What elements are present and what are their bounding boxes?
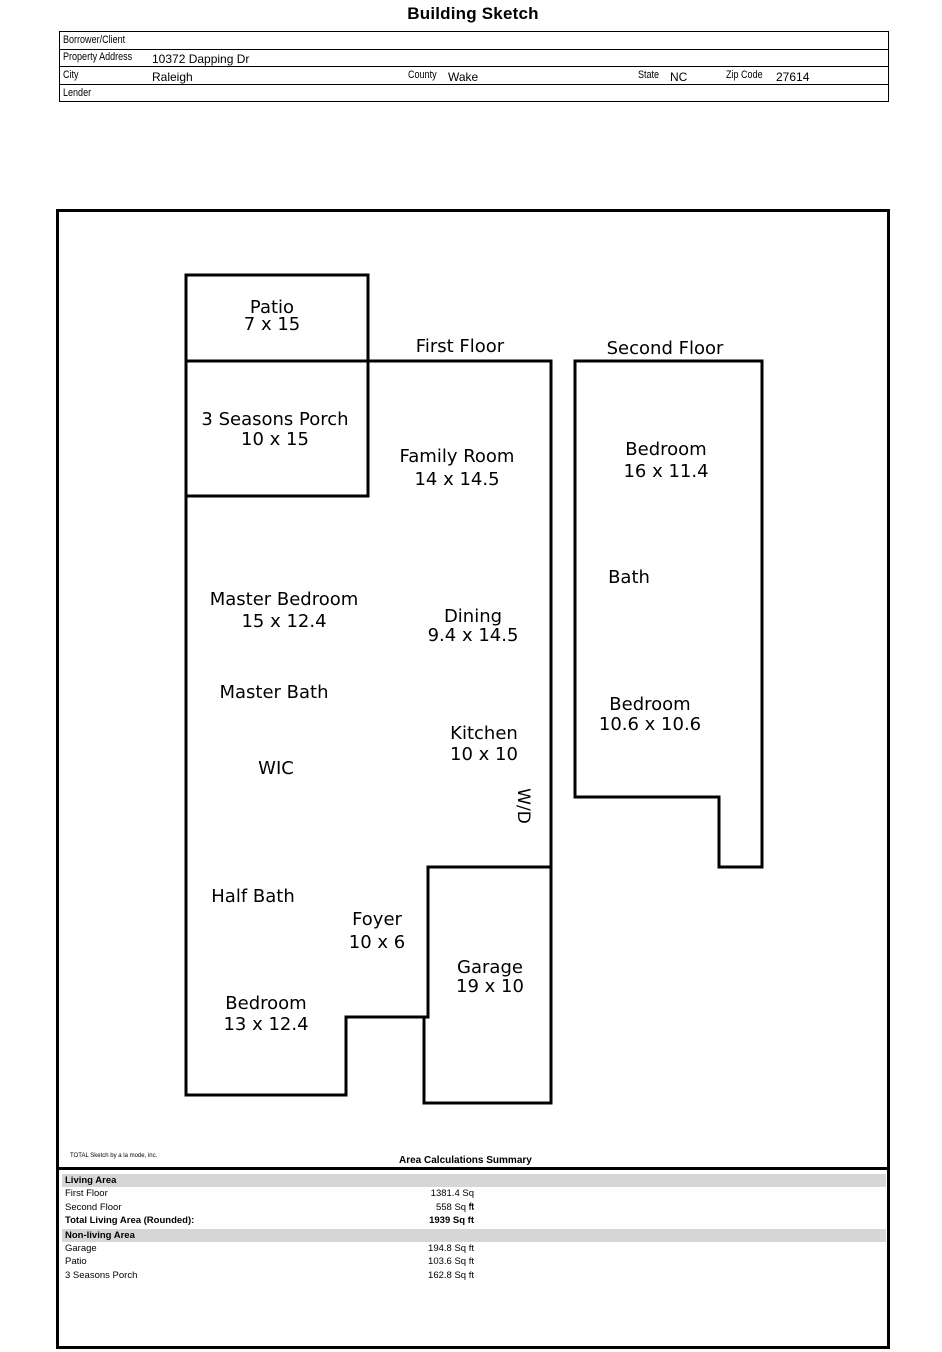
room-kitchen: Kitchen 10 x 10	[450, 723, 518, 765]
room-dims: 10.6 x 10.6	[598, 714, 702, 735]
summary-row-patio: Patio 103.6 Sq ft	[62, 1255, 886, 1268]
page-title: Building Sketch	[407, 4, 539, 23]
room-dims: 7 x 15	[243, 314, 301, 335]
summary-divider	[59, 1167, 888, 1170]
address-value: 10372 Dapping Dr	[152, 52, 250, 66]
city-value: Raleigh	[152, 70, 193, 84]
summary-row-porch: 3 Seasons Porch 162.8 Sq ft	[62, 1269, 886, 1282]
city-row: City Raleigh County Wake State NC Zip Co…	[60, 67, 888, 85]
room-dims: 10 x 10	[450, 744, 518, 765]
row-value: 558 Sq ft	[435, 1202, 474, 1213]
section-label: Living Area	[65, 1175, 117, 1186]
summary-row-garage: Garage 194.8 Sq ft	[62, 1242, 886, 1255]
room-dims: 13 x 12.4	[223, 1014, 309, 1035]
room-wic: WIC	[258, 759, 294, 779]
lender-label: Lender	[63, 87, 92, 99]
room-name: Master Bath	[219, 682, 329, 703]
room-name: Master Bedroom	[209, 589, 359, 610]
room-name: WIC	[258, 758, 294, 779]
room-dims: 15 x 12.4	[241, 611, 327, 632]
room-name: 3 Seasons Porch	[201, 409, 349, 430]
room-dining: Dining 9.4 x 14.5	[428, 607, 519, 645]
room-dims: 10 x 15	[241, 429, 309, 450]
row-label: First Floor	[65, 1188, 108, 1199]
room-patio: Patio 7 x 15	[243, 297, 301, 335]
property-header-form: Borrower/Client Property Address 10372 D…	[59, 31, 889, 102]
room-dims: 19 x 10	[456, 976, 524, 997]
room-name: Bedroom	[225, 993, 307, 1014]
row-label: Second Floor	[65, 1202, 122, 1213]
summary-title: Area Calculations Summary	[399, 1155, 532, 1166]
room-name: Kitchen	[450, 723, 518, 744]
room-half-bath: Half Bath	[211, 887, 294, 907]
county-value: Wake	[448, 70, 479, 84]
row-label: Total Living Area (Rounded):	[65, 1215, 195, 1226]
room-dims: 16 x 11.4	[623, 461, 709, 482]
row-value: 194.8 Sq ft	[428, 1243, 474, 1254]
row-value: 162.8 Sq ft	[428, 1270, 474, 1281]
zip-label: Zip Code	[726, 69, 763, 81]
room-master-bath: Master Bath	[219, 683, 328, 703]
nonliving-area-header: Non-living Area	[62, 1229, 886, 1242]
first-floor-label: First Floor	[415, 336, 505, 357]
room-name: Family Room	[399, 446, 515, 467]
row-label: Garage	[65, 1243, 97, 1254]
lender-row: Lender	[60, 85, 888, 102]
sketch-frame	[56, 209, 890, 1349]
room-name: Patio	[249, 297, 295, 318]
room-bath-upper: Bath	[608, 568, 650, 588]
room-master-bedroom: Master Bedroom 15 x 12.4	[210, 589, 359, 633]
section-label: Non-living Area	[65, 1230, 135, 1241]
porch-outline	[184, 359, 370, 498]
room-name: Foyer	[352, 909, 402, 930]
state-label: State	[638, 69, 660, 81]
borrower-label: Borrower/Client	[63, 34, 126, 46]
room-bedroom-upper-1: Bedroom 16 x 11.4	[623, 439, 708, 483]
room-garage: Garage 19 x 10	[456, 958, 524, 996]
room-family: Family Room 14 x 14.5	[400, 445, 515, 491]
second-floor-label: Second Floor	[606, 338, 724, 359]
garage-outline	[422, 867, 553, 1105]
row-label: Patio	[65, 1256, 87, 1267]
row-label: 3 Seasons Porch	[65, 1270, 138, 1281]
room-name: Half Bath	[211, 886, 295, 907]
address-row: Property Address 10372 Dapping Dr	[60, 50, 888, 67]
room-wd: W/D	[513, 788, 533, 824]
room-name: Bedroom	[625, 439, 707, 460]
software-credit: TOTAL Sketch by a la mode, inc.	[70, 1153, 158, 1159]
room-bedroom-upper-2: Bedroom 10.6 x 10.6	[599, 695, 701, 735]
borrower-row: Borrower/Client	[60, 32, 888, 50]
room-name: Bedroom	[609, 694, 691, 715]
room-bedroom-first: Bedroom 13 x 12.4	[223, 993, 308, 1035]
room-name: Dining	[443, 606, 503, 627]
second-floor-outline	[573, 359, 764, 869]
summary-row-first-floor: First Floor 1381.4 Sq ft	[62, 1187, 886, 1212]
state-value: NC	[670, 70, 688, 84]
row-value: 1939 Sq ft	[429, 1215, 474, 1226]
row-value: 1381.4 Sq ft	[430, 1188, 474, 1212]
room-dims: 9.4 x 14.5	[427, 625, 519, 646]
summary-row-second-floor: Second Floor 558 Sq ft	[62, 1201, 886, 1214]
room-name: Garage	[457, 957, 523, 978]
room-dims: 10 x 6	[348, 932, 406, 953]
living-area-header: Living Area	[62, 1174, 886, 1187]
address-label: Property Address	[63, 51, 133, 63]
room-foyer: Foyer 10 x 6	[349, 908, 405, 954]
county-label: County	[408, 69, 437, 81]
zip-value: 27614	[776, 70, 810, 84]
row-value: 103.6 Sq ft	[428, 1256, 474, 1267]
room-name: Bath	[608, 567, 650, 588]
room-dims: 14 x 14.5	[414, 469, 500, 490]
city-label: City	[63, 69, 79, 81]
summary-row-total: Total Living Area (Rounded): 1939 Sq ft	[62, 1214, 886, 1227]
room-porch: 3 Seasons Porch 10 x 15	[201, 410, 348, 450]
